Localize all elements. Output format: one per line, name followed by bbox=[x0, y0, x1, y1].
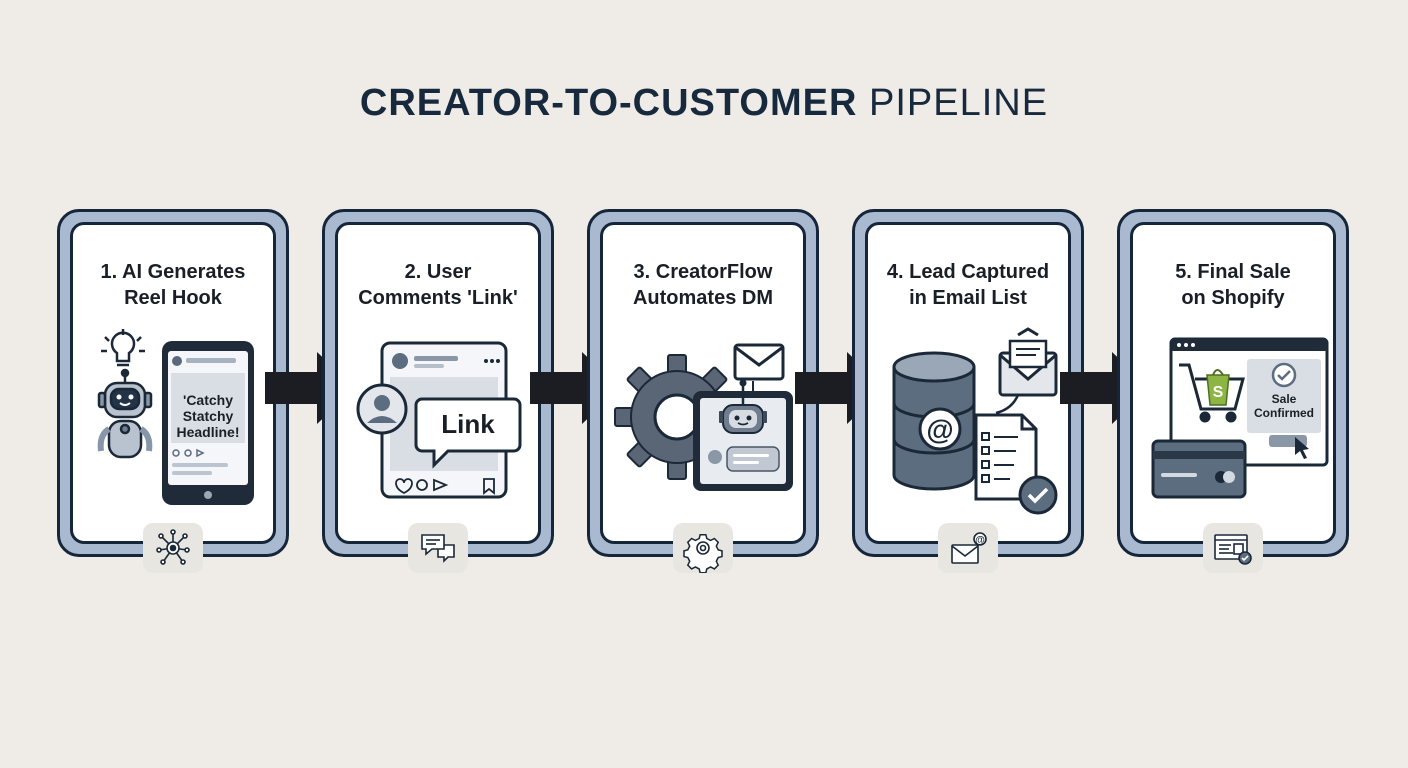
svg-text:@: @ bbox=[975, 535, 985, 546]
step-2-card: 2. User Comments 'Link' Link bbox=[322, 209, 554, 557]
chat-bubbles-icon bbox=[421, 534, 455, 563]
screen-line-3: Headline! bbox=[176, 424, 239, 440]
step-4-title: 4. Lead Captured in Email List bbox=[886, 261, 1050, 309]
sale-line-2: Confirmed bbox=[1254, 406, 1314, 420]
step-5-card: 5. Final Sale on Shopify S Sale Confirme… bbox=[1117, 209, 1349, 557]
comment-link-icon: Link bbox=[356, 341, 522, 499]
svg-text:S: S bbox=[1213, 384, 1224, 401]
screen-line-2: Statchy bbox=[183, 408, 234, 424]
network-hub-icon bbox=[156, 529, 190, 565]
step-4-card: 4. Lead Captured in Email List @ bbox=[852, 209, 1084, 557]
step-3-card: 3. CreatorFlow Automates DM bbox=[587, 209, 819, 557]
step-2-title: 2. User Comments 'Link' bbox=[358, 261, 518, 309]
step-1-title: 1. AI Generates Reel Hook bbox=[100, 261, 246, 309]
step-3-title: 3. CreatorFlow Automates DM bbox=[632, 261, 773, 309]
database-email-icon: @ bbox=[892, 327, 1058, 515]
title-light: PIPELINE bbox=[869, 82, 1049, 124]
ai-hook-icon: 'Catchy Statchy Headline! bbox=[97, 329, 254, 505]
step-2-badge bbox=[408, 523, 468, 573]
title-bold: CREATOR-TO-CUSTOMER bbox=[359, 82, 858, 124]
sale-line-1: Sale bbox=[1272, 392, 1297, 406]
step-1-badge bbox=[143, 523, 203, 573]
gear-at-icon bbox=[683, 533, 723, 573]
browser-check-icon bbox=[1214, 534, 1252, 565]
step-1-card: 1. AI Generates Reel Hook bbox=[57, 209, 289, 557]
shopify-sale-icon: S Sale Confirmed bbox=[1151, 337, 1329, 499]
step-4-badge: @ bbox=[938, 523, 998, 573]
svg-text:@: @ bbox=[926, 414, 953, 445]
automation-gear-icon bbox=[614, 343, 793, 491]
envelope-at-icon: @ bbox=[951, 532, 987, 564]
step-5-title: 5. Final Sale on Shopify bbox=[1175, 261, 1291, 309]
step-3-badge bbox=[673, 523, 733, 573]
screen-line-1: 'Catchy bbox=[183, 392, 233, 408]
page-title: CREATOR-TO-CUSTOMER PIPELINE bbox=[0, 82, 1408, 125]
link-bubble-text: Link bbox=[441, 409, 495, 439]
step-5-badge bbox=[1203, 523, 1263, 573]
